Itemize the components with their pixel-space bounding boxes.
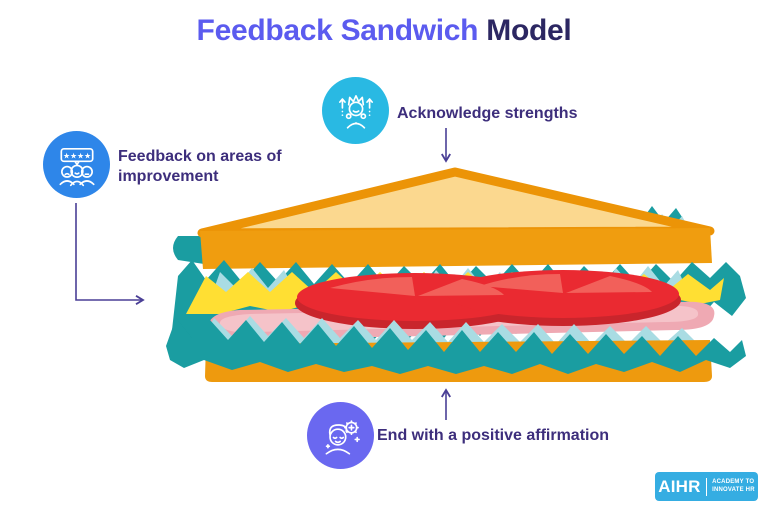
strong-person-icon [338, 94, 373, 129]
rating-people-icon: ★★★★ [58, 147, 95, 186]
brand-divider [705, 477, 708, 496]
brand-name: AIHR [658, 476, 701, 496]
svg-text:★★★★: ★★★★ [62, 151, 90, 160]
sandwich-top-bread [197, 167, 715, 269]
brand-logo: AIHR ACADEMY TO INNOVATE HR [655, 472, 758, 501]
brand-tagline: ACADEMY TO INNOVATE HR [712, 478, 755, 493]
step-improvement-badge: ★★★★ [43, 131, 110, 198]
sandwich-tomatoes [295, 270, 681, 329]
step-affirmation-badge [307, 402, 374, 469]
step-improvement-label: Feedback on areas of improvement [118, 148, 282, 185]
page-title-dark: Model [486, 14, 572, 47]
page-title-accent: Feedback Sandwich [196, 14, 479, 47]
step-affirmation-label: End with a positive affirmation [377, 427, 610, 444]
sandwich-lettuce-bottom [166, 318, 746, 374]
step-strengths-label: Acknowledge strengths [397, 105, 578, 122]
connector-arrow-improvement [75, 203, 145, 305]
page-title: Feedback Sandwich Model [0, 14, 768, 48]
person-gear-icon [325, 419, 360, 455]
step-strengths-badge [322, 77, 389, 144]
